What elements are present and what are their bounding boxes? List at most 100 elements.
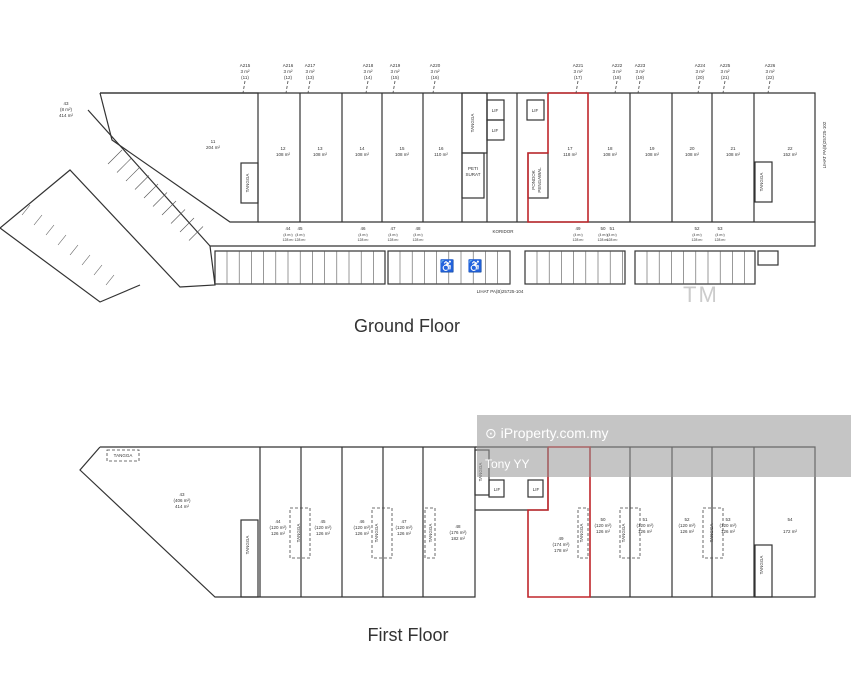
leader-line (365, 80, 369, 94)
lift-ff (488, 479, 505, 498)
accessory-area: 3 m² (306, 69, 316, 74)
lower-ref-area: 128 m² (358, 238, 370, 242)
unit-number: 48 (455, 524, 461, 529)
accessory-area: 3 m² (241, 69, 251, 74)
accessory-ref: (13) (306, 75, 315, 80)
tangga-label: TANGGA (245, 174, 250, 193)
lower-ref-sub: (4 m²) (283, 233, 292, 237)
lift-label: LIF (492, 108, 499, 113)
peti-surat-label: SURAT (466, 172, 481, 177)
location-pin-icon: ⊙ (485, 425, 497, 441)
tangga-label: TANGGA (470, 114, 475, 133)
tangga-dashed (702, 507, 724, 559)
lift-label: LIF (532, 108, 539, 113)
lower-ref: 46 (360, 226, 366, 231)
tangga-dashed (577, 507, 589, 559)
ground-floor-title: Ground Floor (354, 316, 460, 336)
accessory-ref: (20) (696, 75, 705, 80)
diagonal-stall-line (105, 274, 115, 286)
unit-number: 52 (684, 517, 690, 522)
leader-line (697, 80, 701, 94)
unit-number: 19 (649, 146, 655, 151)
leader-line (637, 80, 641, 94)
leader-line (242, 80, 246, 94)
tangga-label: TANGGA (245, 536, 250, 555)
unit-area: 108 m² (603, 152, 618, 157)
tangga-label: TANGGA (759, 173, 764, 192)
accessory-code: A216 (283, 63, 294, 68)
unit-number: 46 (359, 519, 365, 524)
ground-outer-wall (100, 92, 816, 247)
leader-line (307, 80, 311, 94)
unit-number: 17 (567, 146, 573, 151)
unit-area: 414 m² (175, 504, 190, 509)
leader-line (575, 80, 579, 94)
pondok-label: PONDOK (531, 170, 536, 190)
lower-ref: 50 (600, 226, 606, 231)
lower-ref-sub: (4 m²) (413, 233, 422, 237)
unit-number: 44 (275, 519, 281, 524)
tangga-label: TANGGA (428, 524, 433, 543)
unit-area: 178 m² (554, 548, 569, 553)
unit-sub-area: (120 m²) (269, 525, 287, 530)
lower-ref-sub: (4 m²) (573, 233, 582, 237)
lower-ref: 52 (694, 226, 700, 231)
accessory-area: 3 m² (766, 69, 776, 74)
accessory-area: 3 m² (636, 69, 646, 74)
lower-ref: 44 (285, 226, 291, 231)
tangga-label: TANGGA (621, 524, 626, 543)
unit-number: 51 (642, 517, 648, 522)
unit-number: 13 (317, 146, 323, 151)
tangga-dashed (619, 507, 641, 559)
accessory-code: A224 (695, 63, 706, 68)
unit-area: 172 m² (783, 529, 798, 534)
accessory-ref: (14) (364, 75, 373, 80)
unit-sub-area: (120 m²) (314, 525, 332, 530)
tangga-box (240, 162, 259, 204)
parking-row-5 (757, 250, 779, 266)
unit-sub-area: (174 m²) (552, 542, 570, 547)
unit-area: 126 m² (638, 529, 653, 534)
unit-area: 182 m² (451, 536, 466, 541)
unit-sub-area: (176 m²) (449, 530, 467, 535)
accessory-area: 3 m² (364, 69, 374, 74)
watermark-site-text: iProperty.com.my (500, 425, 609, 441)
lower-ref-sub: (4 m²) (692, 233, 701, 237)
diagonal-parking-wall (0, 109, 216, 303)
accessory-code: A217 (305, 63, 316, 68)
leader-line (614, 80, 618, 94)
accessory-ref: (19) (636, 75, 645, 80)
accessory-code: A226 (765, 63, 776, 68)
diagonal-stall-line (57, 234, 67, 246)
unit-number: 20 (689, 146, 695, 151)
accessory-code: A218 (363, 63, 374, 68)
lower-ref: 48 (415, 226, 421, 231)
lower-ref-area: 128 m² (295, 238, 307, 242)
accessory-ref: (12) (284, 75, 293, 80)
tangga-label: TANGGA (579, 524, 584, 543)
unit-number: 47 (401, 519, 407, 524)
unit-sub-area: (120 m²) (719, 523, 737, 528)
unit-area: 204 m² (206, 145, 221, 150)
unit-number: 50 (600, 517, 606, 522)
unit-area: 126 m² (355, 531, 370, 536)
lower-ref-sub: (4 m²) (607, 233, 616, 237)
unit-area: 118 m² (563, 152, 577, 157)
lift-label: LIF (492, 128, 499, 133)
unit-number: 43 (179, 492, 185, 497)
unit-number: 22 (787, 146, 793, 151)
parking-row-3 (524, 250, 626, 285)
diagonal-stall-line (125, 166, 141, 182)
diagonal-stall-line (179, 217, 195, 233)
accessory-ref: (21) (721, 75, 730, 80)
unit-number: 54 (787, 517, 793, 522)
tangga-dashed (106, 449, 140, 462)
tangga-label: TANGGA (296, 524, 301, 543)
unit-area: 108 m² (355, 152, 370, 157)
lihat-bottom-label: LIHAT PA(B)25725-104 (477, 289, 524, 294)
unit-area: 152 m² (783, 152, 798, 157)
tangga-label: TANGGA (114, 453, 133, 458)
watermark-banner: ⊙ iProperty.com.my Tony YY (477, 415, 851, 477)
